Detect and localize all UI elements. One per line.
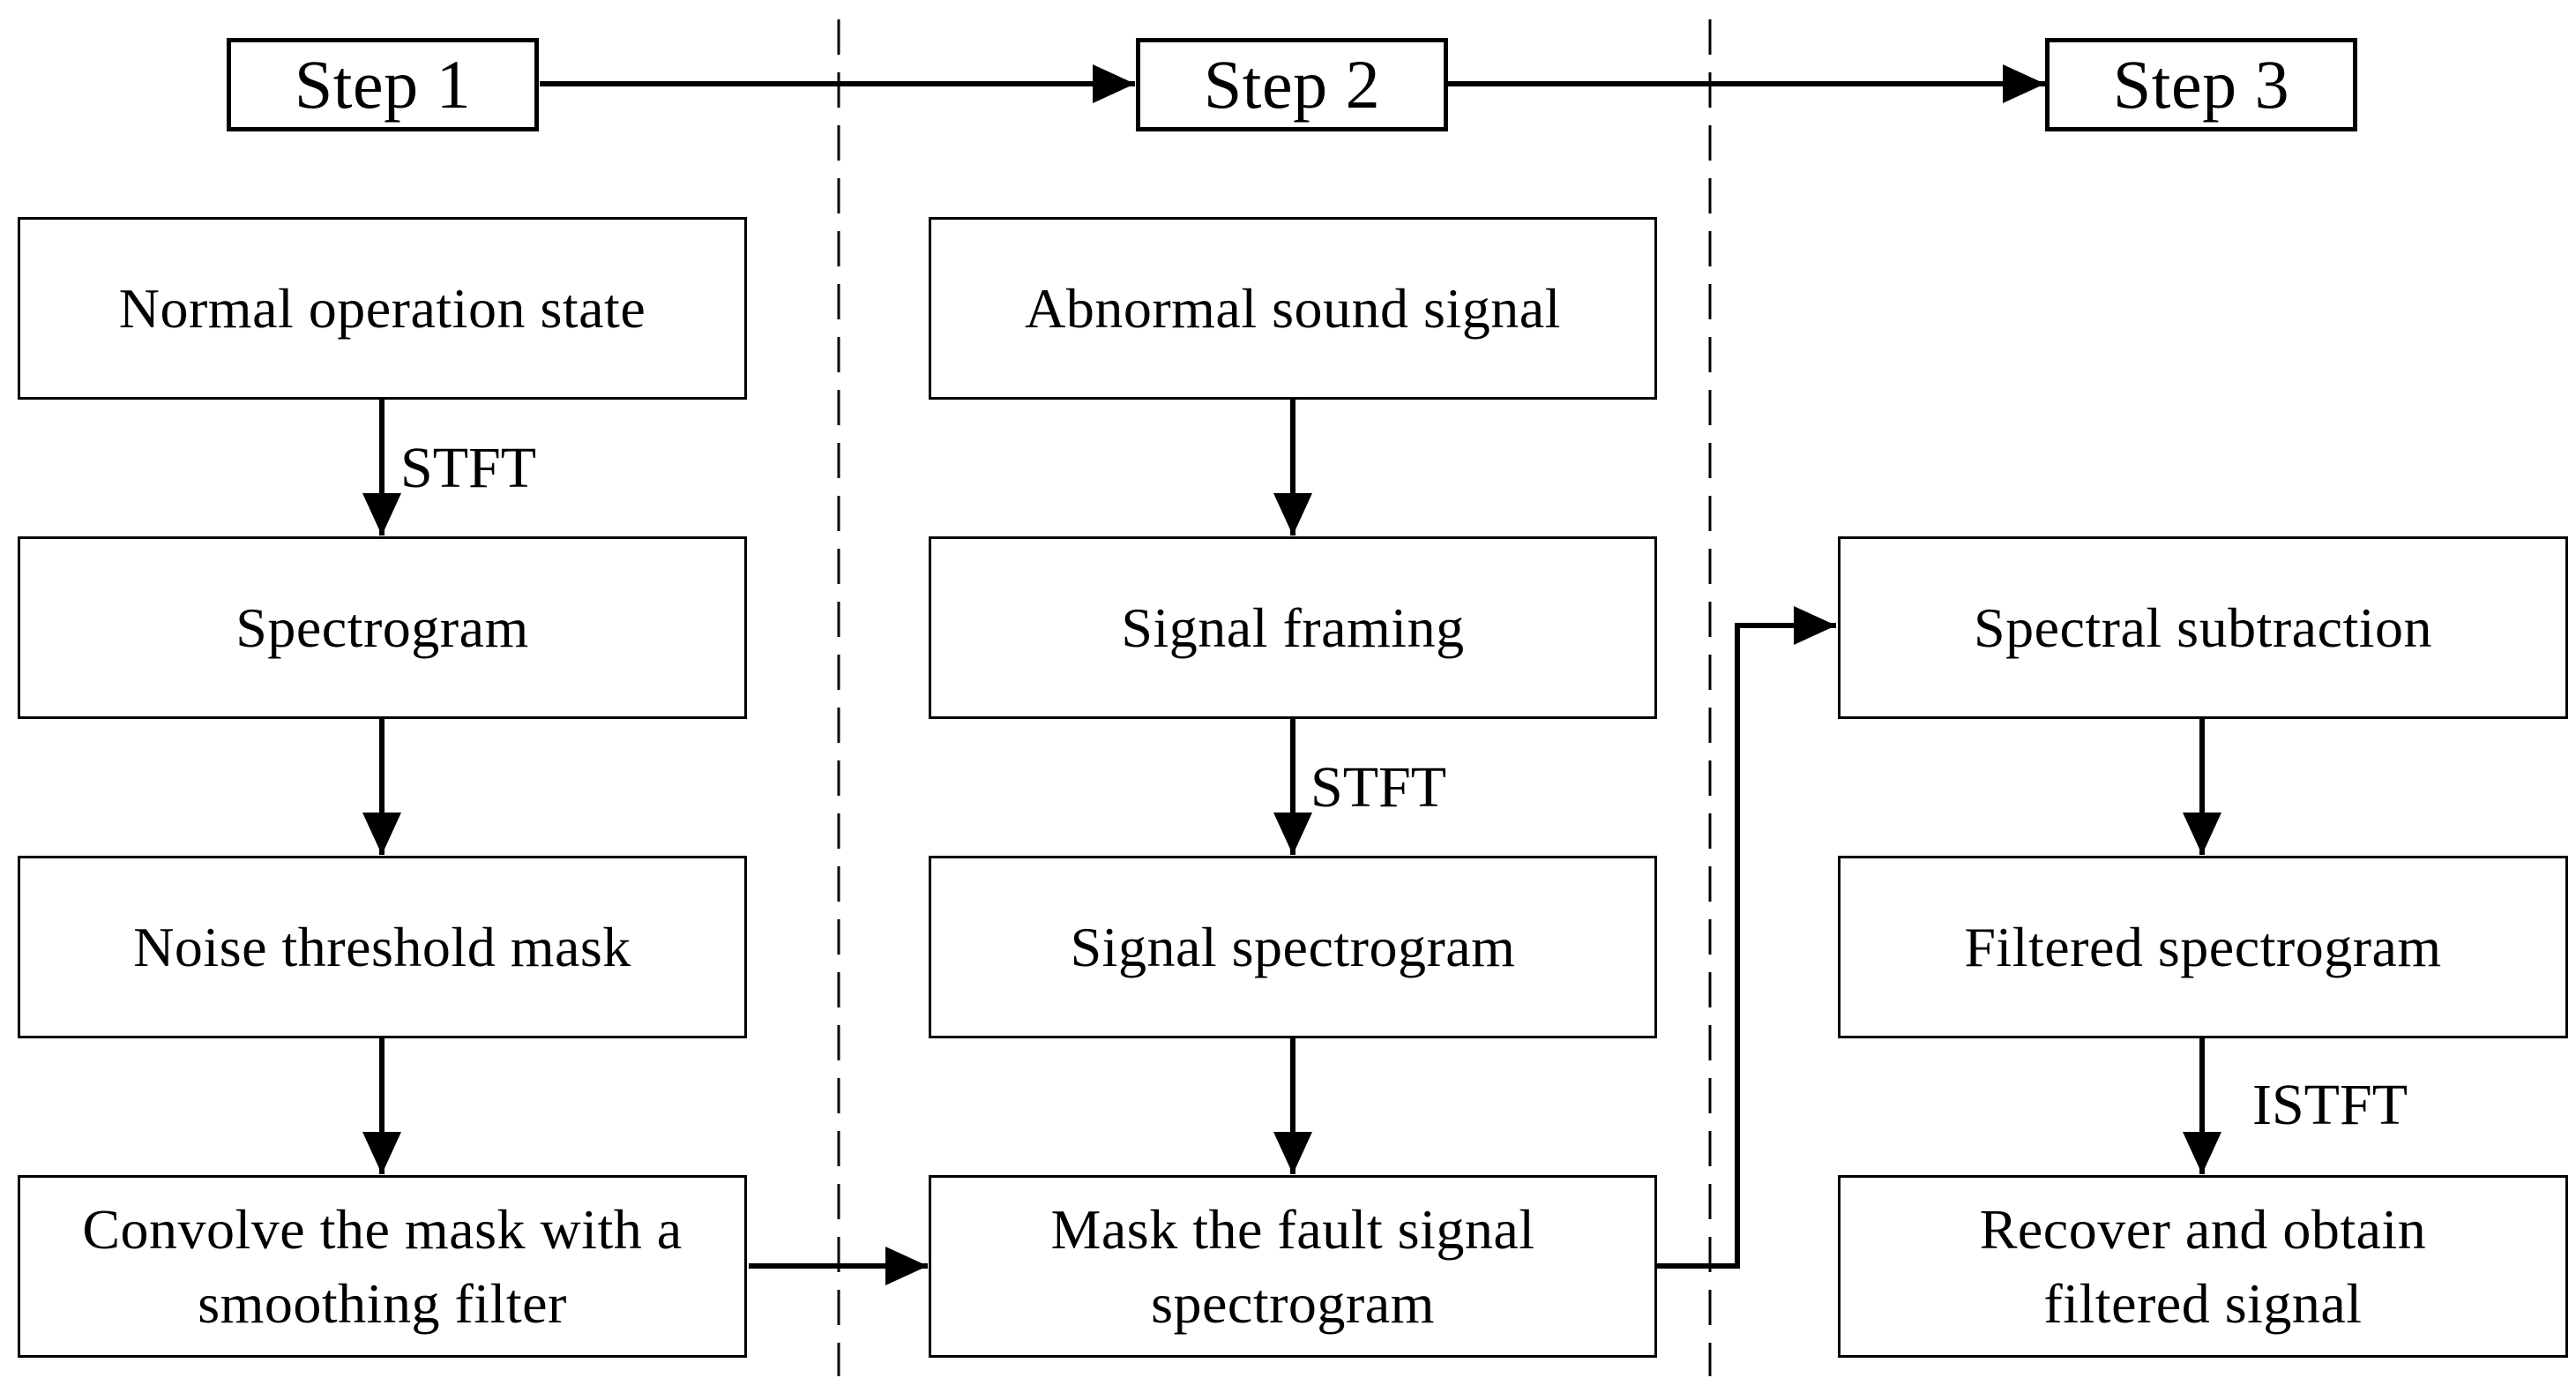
col2-to-col3-arrow bbox=[1655, 606, 1836, 1269]
col2-stft-label: STFT bbox=[1310, 755, 1447, 820]
filtered-spectrogram-box: Filtered spectrogram bbox=[1838, 856, 2568, 1038]
signal-spectrogram-text: Signal spectrogram bbox=[1070, 915, 1516, 978]
noise-threshold-mask-text: Noise threshold mask bbox=[133, 915, 631, 978]
signal-framing-text: Signal framing bbox=[1121, 595, 1465, 659]
mask-fault-signal-text: Mask the fault signal spectrogram bbox=[1050, 1198, 1535, 1335]
mask-fault-signal-box: Mask the fault signal spectrogram bbox=[929, 1175, 1657, 1358]
spectrogram-box: Spectrogram bbox=[18, 536, 747, 719]
abnormal-sound-signal-box: Abnormal sound signal bbox=[929, 217, 1657, 400]
step3-label: Step 3 bbox=[2112, 46, 2290, 124]
step3-box: Step 3 bbox=[2045, 38, 2357, 131]
spectrogram-text: Spectrogram bbox=[235, 595, 529, 659]
convolve-mask-text: Convolve the mask with a smoothing filte… bbox=[82, 1198, 683, 1335]
normal-operation-state-box: Normal operation state bbox=[18, 217, 747, 400]
step1-label: Step 1 bbox=[294, 46, 472, 124]
col1-stft-label: STFT bbox=[400, 436, 537, 500]
filtered-spectrogram-text: Filtered spectrogram bbox=[1964, 915, 2442, 978]
step2-label: Step 2 bbox=[1203, 46, 1381, 124]
step1-box: Step 1 bbox=[227, 38, 539, 131]
recover-filtered-signal-box: Recover and obtain filtered signal bbox=[1838, 1175, 2568, 1358]
normal-operation-state-text: Normal operation state bbox=[118, 276, 646, 340]
convolve-mask-box: Convolve the mask with a smoothing filte… bbox=[18, 1175, 747, 1358]
signal-framing-box: Signal framing bbox=[929, 536, 1657, 719]
col3-istft-label: ISTFT bbox=[2252, 1073, 2408, 1137]
recover-filtered-signal-text: Recover and obtain filtered signal bbox=[1979, 1198, 2427, 1335]
step2-box: Step 2 bbox=[1136, 38, 1448, 131]
signal-spectrogram-box: Signal spectrogram bbox=[929, 856, 1657, 1038]
abnormal-sound-signal-text: Abnormal sound signal bbox=[1025, 276, 1561, 340]
spectral-subtraction-text: Spectral subtraction bbox=[1973, 595, 2433, 659]
spectral-subtraction-box: Spectral subtraction bbox=[1838, 536, 2568, 719]
noise-threshold-mask-box: Noise threshold mask bbox=[18, 856, 747, 1038]
